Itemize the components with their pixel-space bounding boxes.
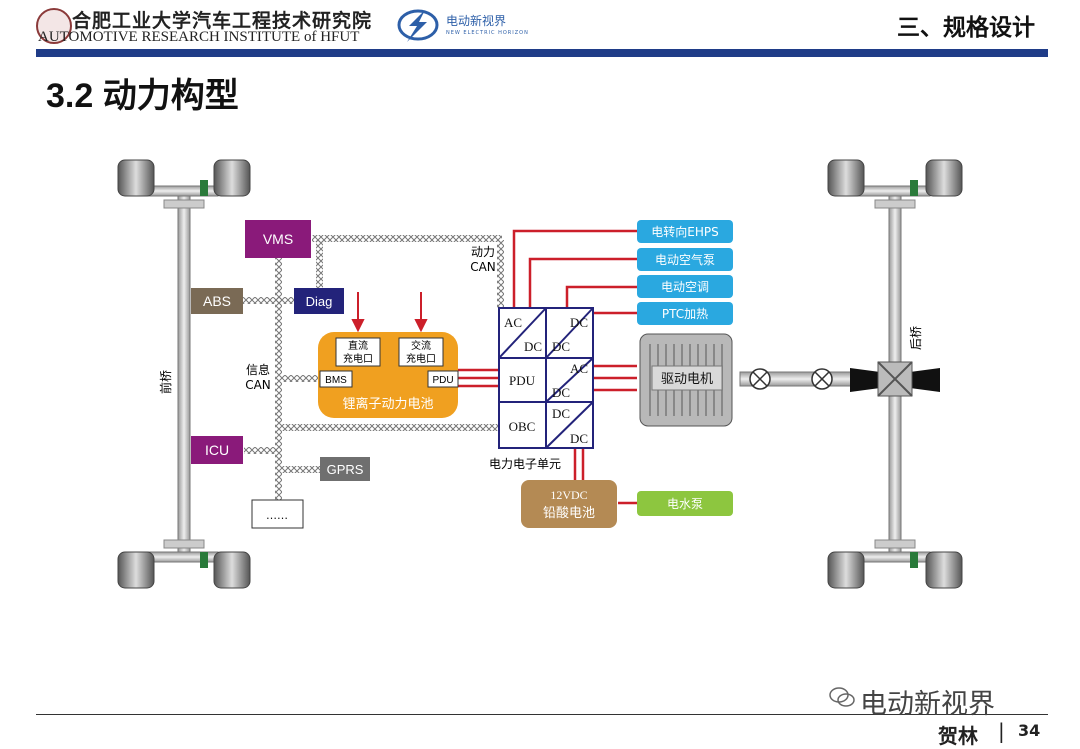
load-ehps: 电转向EHPS <box>637 220 733 243</box>
svg-text:ICU: ICU <box>205 442 229 458</box>
svg-text:DC: DC <box>570 315 588 330</box>
footer-separator: | <box>998 719 1005 743</box>
svg-text:ABS: ABS <box>203 293 231 309</box>
icu-box: ICU <box>191 436 243 464</box>
wechat-icon <box>829 687 855 707</box>
power-can-label-1: 动力 <box>471 245 495 259</box>
drive-shaft <box>739 368 871 390</box>
vms-box: VMS <box>245 220 311 258</box>
battery-label: 锂离子动力电池 <box>342 396 433 412</box>
svg-text:Diag: Diag <box>306 294 333 309</box>
svg-text:电水泵: 电水泵 <box>667 497 703 511</box>
page-number: 34 <box>1018 721 1041 740</box>
power-lines <box>457 229 637 505</box>
charge-arrows <box>351 292 428 333</box>
front-right-wheel <box>117 551 251 589</box>
rear-left-wheel <box>827 159 963 197</box>
footer-line <box>36 714 1048 715</box>
svg-text:VMS: VMS <box>263 231 293 247</box>
dc-charge-port-label-2: 充电口 <box>343 352 373 365</box>
svg-text:DC: DC <box>552 406 570 421</box>
svg-text:电转向EHPS: 电转向EHPS <box>651 224 718 239</box>
institute-name-cn: 合肥工业大学汽车工程技术研究院 <box>72 10 373 32</box>
water-pump: 电水泵 <box>637 491 733 516</box>
front-left-wheel <box>117 159 251 197</box>
dc-charge-port-label-1: 直流 <box>348 339 368 352</box>
svg-text:电动空气泵: 电动空气泵 <box>655 252 715 267</box>
lead-acid-battery: 12VDC 铅酸电池 <box>521 480 617 528</box>
slide-title: 3.2 动力构型 <box>46 77 239 115</box>
watermark: 电动新视界 <box>860 689 995 720</box>
front-axle <box>139 185 219 563</box>
svg-text:PTC加热: PTC加热 <box>662 307 708 321</box>
info-can-label-1: 信息 <box>246 362 270 377</box>
svg-text:铅酸电池: 铅酸电池 <box>543 506 595 521</box>
drive-motor: 驱动电机 <box>639 333 733 427</box>
svg-text:PDU: PDU <box>509 373 536 388</box>
svg-text:GPRS: GPRS <box>327 462 364 477</box>
battery-pdu-label: PDU <box>432 375 453 386</box>
svg-text:12VDC: 12VDC <box>550 488 587 502</box>
svg-text:AC: AC <box>504 315 522 330</box>
author-name: 贺林 <box>938 724 978 748</box>
diag-box: Diag <box>294 288 344 314</box>
pe-unit-label: 电力电子单元 <box>489 457 561 471</box>
svg-text:OBC: OBC <box>509 419 536 434</box>
ac-charge-port-label-1: 交流 <box>411 339 431 352</box>
differential <box>850 361 940 397</box>
institute-name-en: AUTOMOTIVE RESEARCH INSTITUTE of HFUT <box>38 29 360 45</box>
logo2-text-cn: 电动新视界 <box>446 14 507 28</box>
rear-right-wheel <box>827 551 963 589</box>
university-seal-logo <box>36 8 72 44</box>
gprs-box: GPRS <box>320 457 370 481</box>
load-ptc-heater: PTC加热 <box>637 302 733 325</box>
bms-label: BMS <box>325 375 347 386</box>
power-electronics-unit <box>498 307 594 449</box>
svg-text:DC: DC <box>552 339 570 354</box>
svg-text:DC: DC <box>524 339 542 354</box>
section-title: 三、规格设计 <box>897 15 1035 41</box>
abs-box: ABS <box>191 288 243 314</box>
rear-axle-label: 后桥 <box>909 326 923 350</box>
svg-text:DC: DC <box>552 385 570 400</box>
electric-horizon-logo <box>397 9 439 42</box>
svg-text:AC: AC <box>570 361 588 376</box>
ac-charge-port-label-2: 充电口 <box>406 352 436 365</box>
pe-unit-labels: AC DC PDU OBC DC DC AC DC DC DC <box>504 315 588 446</box>
svg-text:……: …… <box>266 509 288 522</box>
load-air-conditioner: 电动空调 <box>637 275 733 298</box>
more-devices-box: …… <box>251 499 304 529</box>
header-bar <box>36 49 1048 57</box>
svg-text:DC: DC <box>570 431 588 446</box>
li-ion-battery: 直流 充电口 交流 充电口 BMS PDU 锂离子动力电池 <box>318 332 459 418</box>
load-air-pump: 电动空气泵 <box>637 248 733 271</box>
logo2-text-en: NEW ELECTRIC HORIZON <box>446 30 529 36</box>
info-can-label-2: CAN <box>245 378 271 392</box>
svg-text:驱动电机: 驱动电机 <box>661 372 713 387</box>
power-can-label-2: CAN <box>470 260 496 274</box>
svg-text:电动空调: 电动空调 <box>661 280 709 294</box>
front-axle-label: 前桥 <box>158 370 173 394</box>
